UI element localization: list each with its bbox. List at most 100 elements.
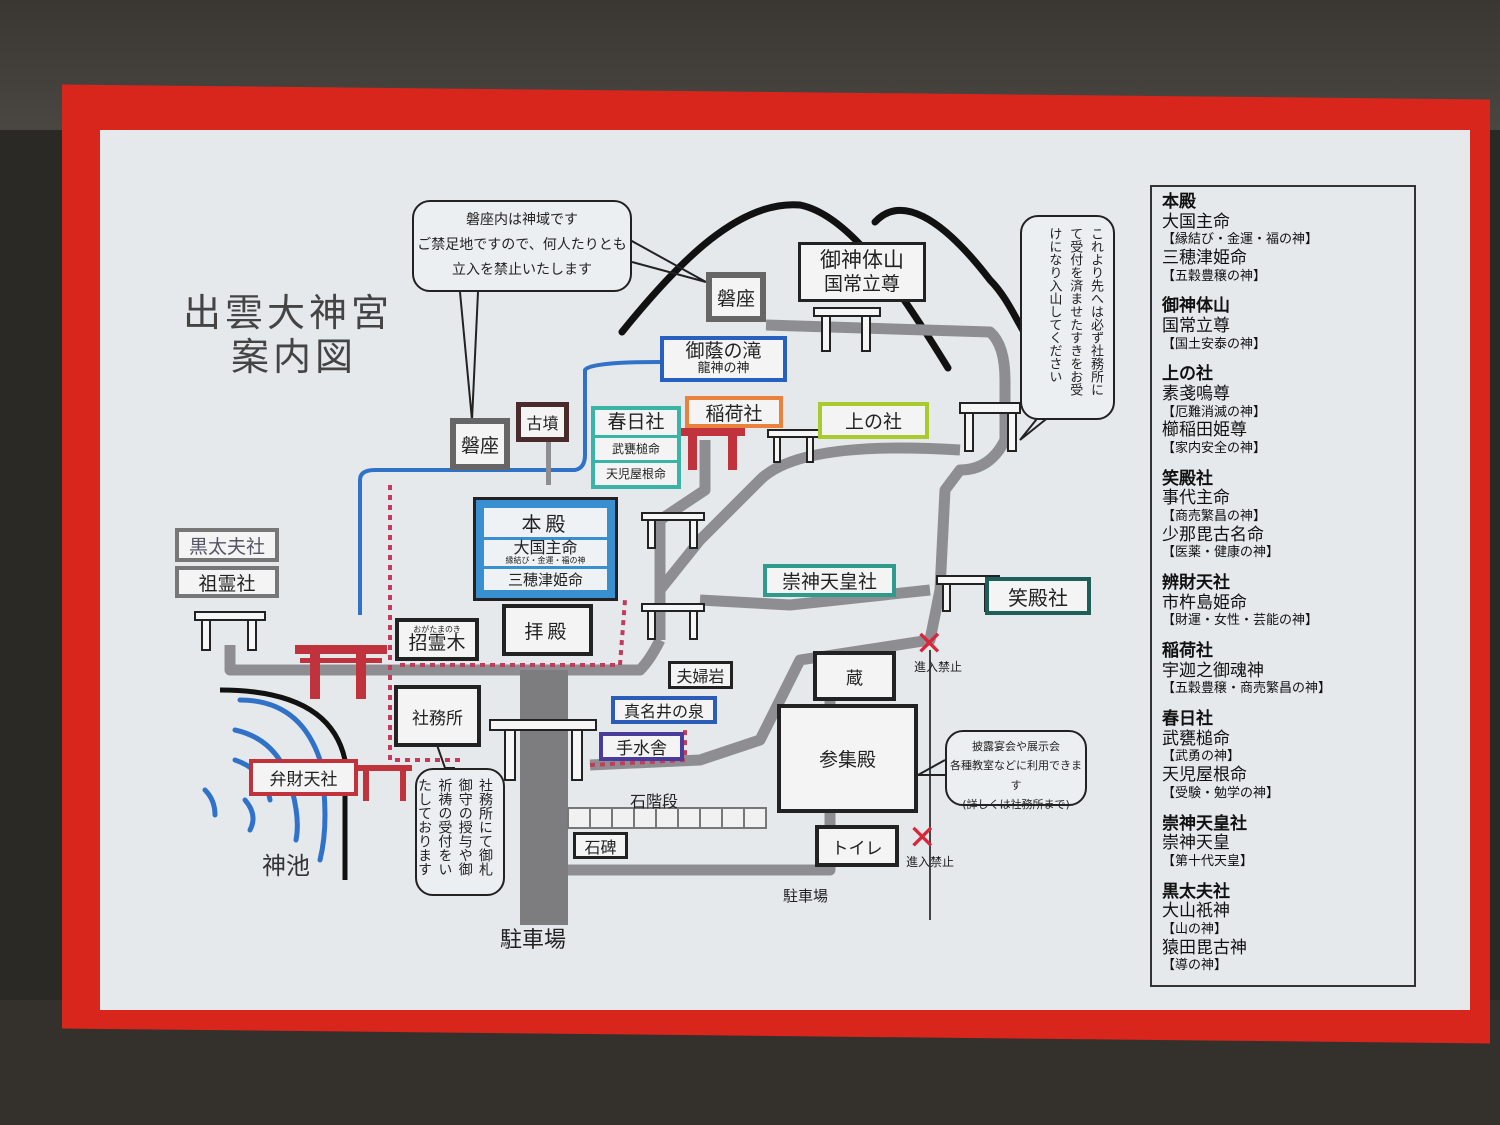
- legend-attribute: 【国土安泰の神】: [1162, 336, 1267, 352]
- stone-steps: [567, 807, 767, 829]
- no-entry-text-2: 進入禁止: [906, 855, 955, 869]
- goshintaisan-text: 御神体山: [820, 248, 904, 272]
- honden-deity2-text: 三穂津姫命: [484, 568, 607, 590]
- legend-attribute: 【武勇の神】: [1162, 749, 1241, 765]
- honden-deity1-box: 大国主命 縁結び・金運・福の神: [484, 540, 607, 566]
- torii-gates-white: [194, 307, 1021, 781]
- sekihi-label: 石碑: [573, 832, 628, 859]
- legend-section: 辨財天社市杵島姫命【財運・女性・芸能の神】: [1162, 574, 1404, 630]
- kasuga-shrine-label: 春日社 武甕槌命 天児屋根命: [591, 406, 681, 489]
- benzaiten-shrine-label: 弁財天社: [249, 759, 358, 796]
- map-title: 出雲大神宮 案内図: [183, 291, 394, 379]
- iwakura-top-label: 磐座: [706, 272, 766, 322]
- legend-deity: 櫛稲田姫尊: [1162, 420, 1247, 441]
- ogatama-text: 招霊木: [408, 632, 466, 654]
- legend-attribute: 【財運・女性・芸能の神】: [1162, 613, 1319, 629]
- toilet-label: トイレ: [815, 825, 899, 867]
- legend-deity: 崇神天皇: [1162, 833, 1230, 854]
- shinchi-pond-text: 神池: [262, 852, 310, 880]
- mikage-falls-text: 御蔭の滝: [685, 340, 762, 363]
- honden-label: 本殿 大国主命 縁結び・金運・福の神 三穂津姫命: [473, 497, 618, 601]
- legend-attribute: 【導の神】: [1162, 958, 1228, 974]
- legend-shrine-name: 春日社: [1162, 709, 1213, 730]
- main-approach-road: [520, 670, 568, 925]
- road-mid: [655, 442, 961, 594]
- legend-deity: 国常立尊: [1162, 315, 1230, 336]
- shamusho-notice-text: 社務所にて御札御守の授与や御祈祷の受付をいたしております: [416, 778, 493, 876]
- legend-attribute: 【五穀豊穣の神】: [1162, 268, 1267, 284]
- legend-attribute: 【山の神】: [1162, 921, 1228, 937]
- legend-attribute: 【厄難消滅の神】: [1162, 404, 1267, 420]
- sujin-shrine-label: 崇神天皇社: [763, 564, 896, 597]
- kasuga-deity1-text: 武甕槌命: [595, 434, 677, 461]
- kurodayu-shrine-label: 黒太夫社: [175, 528, 279, 562]
- kura-label: 蔵: [813, 651, 896, 701]
- kofun-label: 古墳: [516, 402, 569, 442]
- legend-section: 崇神天皇社崇神天皇【第十代天皇】: [1162, 813, 1404, 871]
- honden-text: 本殿: [484, 508, 607, 538]
- deity-legend: 本殿大国主命【縁結び・金運・福の神】三穂津姫命【五穀豊穣の神】御神体山国常立尊【…: [1150, 185, 1416, 987]
- legend-section: 笑殿社事代主命【商売繁昌の神】少那毘古名命【医薬・健康の神】: [1162, 468, 1404, 562]
- ishi-kaidan-text: 石階段: [630, 792, 679, 811]
- legend-deity: 事代主命: [1162, 488, 1230, 509]
- road-inner: [654, 440, 711, 640]
- parking-main-text: 駐車場: [500, 928, 567, 953]
- legend-attribute: 【第十代天皇】: [1162, 853, 1254, 869]
- haiden-label: 拝殿: [502, 604, 593, 656]
- legend-attribute: 【五穀豊穣・商売繁昌の神】: [1162, 681, 1332, 697]
- legend-section: 稲荷社宇迦之御魂神【五穀豊穣・商売繁昌の神】: [1162, 642, 1404, 698]
- notice-line: 各種教室などに利用できます: [950, 759, 1082, 792]
- iwakura-left-label: 磐座: [450, 418, 510, 470]
- mountain-notice-bubble: これより先へは必ず社務所にて受付を済ませたすきをお受けになり入山してください: [1020, 215, 1115, 420]
- legend-deity: 三穂津姫命: [1162, 247, 1247, 268]
- legend-attribute: 【家内安全の神】: [1162, 440, 1267, 456]
- no-entry-text-1: 進入禁止: [914, 660, 963, 674]
- map-title-line2: 案内図: [231, 334, 358, 379]
- honden-deity1-note: 縁結び・金運・福の神: [505, 556, 586, 566]
- notice-line: (詳しくは社務所まで): [962, 797, 1070, 811]
- legend-deity: 宇迦之御魂神: [1162, 660, 1264, 681]
- legend-shrine-name: 崇神天皇社: [1162, 813, 1247, 834]
- legend-shrine-name: 御神体山: [1162, 296, 1230, 317]
- sacred-boundary: [388, 485, 687, 767]
- legend-section: 上の社素戔嗚尊【厄難消滅の神】櫛稲田姫尊【家内安全の神】: [1162, 365, 1404, 457]
- legend-deity: 市杵島姫命: [1162, 592, 1247, 613]
- mountain-outline-2: [871, 206, 1034, 344]
- shamusho-label: 社務所: [394, 685, 481, 747]
- legend-deity: 大国主命: [1162, 211, 1230, 232]
- meoto-iwa-label: 夫婦岩: [668, 661, 733, 689]
- kasuga-text: 春日社: [607, 411, 665, 433]
- legend-attribute: 【商売繁昌の神】: [1162, 508, 1267, 524]
- inari-shrine-label: 稲荷社: [685, 396, 783, 428]
- sanshuden-notice-bubble: 披露宴会や展示会 各種教室などに利用できます (詳しくは社務所まで): [945, 730, 1087, 811]
- emiden-shrine-label: 笑殿社: [985, 577, 1091, 615]
- notice-line: 立入を禁止いたします: [452, 262, 592, 279]
- legend-deity: 天児屋根命: [1162, 765, 1247, 786]
- legend-shrine-name: 黒太夫社: [1162, 881, 1230, 902]
- ogatama-ruby: おがたまのき: [413, 625, 461, 634]
- notice-line: 磐座内は神域です: [466, 212, 578, 228]
- ryujin-text: 龍神の神: [697, 361, 750, 377]
- legend-section: 本殿大国主命【縁結び・金運・福の神】三穂津姫命【五穀豊穣の神】: [1162, 192, 1404, 285]
- map-title-line1: 出雲大神宮: [183, 291, 394, 335]
- no-entry-x-icon: ✕: [908, 818, 937, 858]
- legend-deity: 素戔嗚尊: [1162, 383, 1230, 404]
- kasuga-deity2-text: 天児屋根命: [595, 460, 677, 486]
- sorei-shrine-label: 祖霊社: [175, 566, 279, 598]
- road-west: [224, 637, 665, 676]
- mikage-falls-label: 御蔭の滝 龍神の神: [660, 336, 787, 382]
- legend-deity: 大山祇神: [1162, 901, 1230, 922]
- torii-gates-red: [295, 428, 745, 801]
- legend-deity: 少那毘古名命: [1162, 524, 1264, 545]
- legend-deity: 武甕槌命: [1162, 728, 1230, 749]
- legend-section: 春日社武甕槌命【武勇の神】天児屋根命【受験・勉学の神】: [1162, 710, 1404, 802]
- pond-edge: [219, 687, 348, 880]
- no-entry-x-icon: ✕: [915, 624, 944, 664]
- parking-side-text: 駐車場: [783, 887, 829, 905]
- legend-attribute: 【医薬・健康の神】: [1162, 545, 1280, 561]
- legend-shrine-name: 笑殿社: [1162, 468, 1213, 489]
- legend-deity: 猿田毘古神: [1162, 937, 1247, 958]
- notice-line: ご禁足地ですので、何人たりとも: [417, 237, 627, 254]
- iwakura-notice-bubble: 磐座内は神域です ご禁足地ですので、何人たりとも 立入を禁止いたします: [412, 200, 632, 292]
- goshintaisan-label: 御神体山 国常立尊: [798, 242, 926, 302]
